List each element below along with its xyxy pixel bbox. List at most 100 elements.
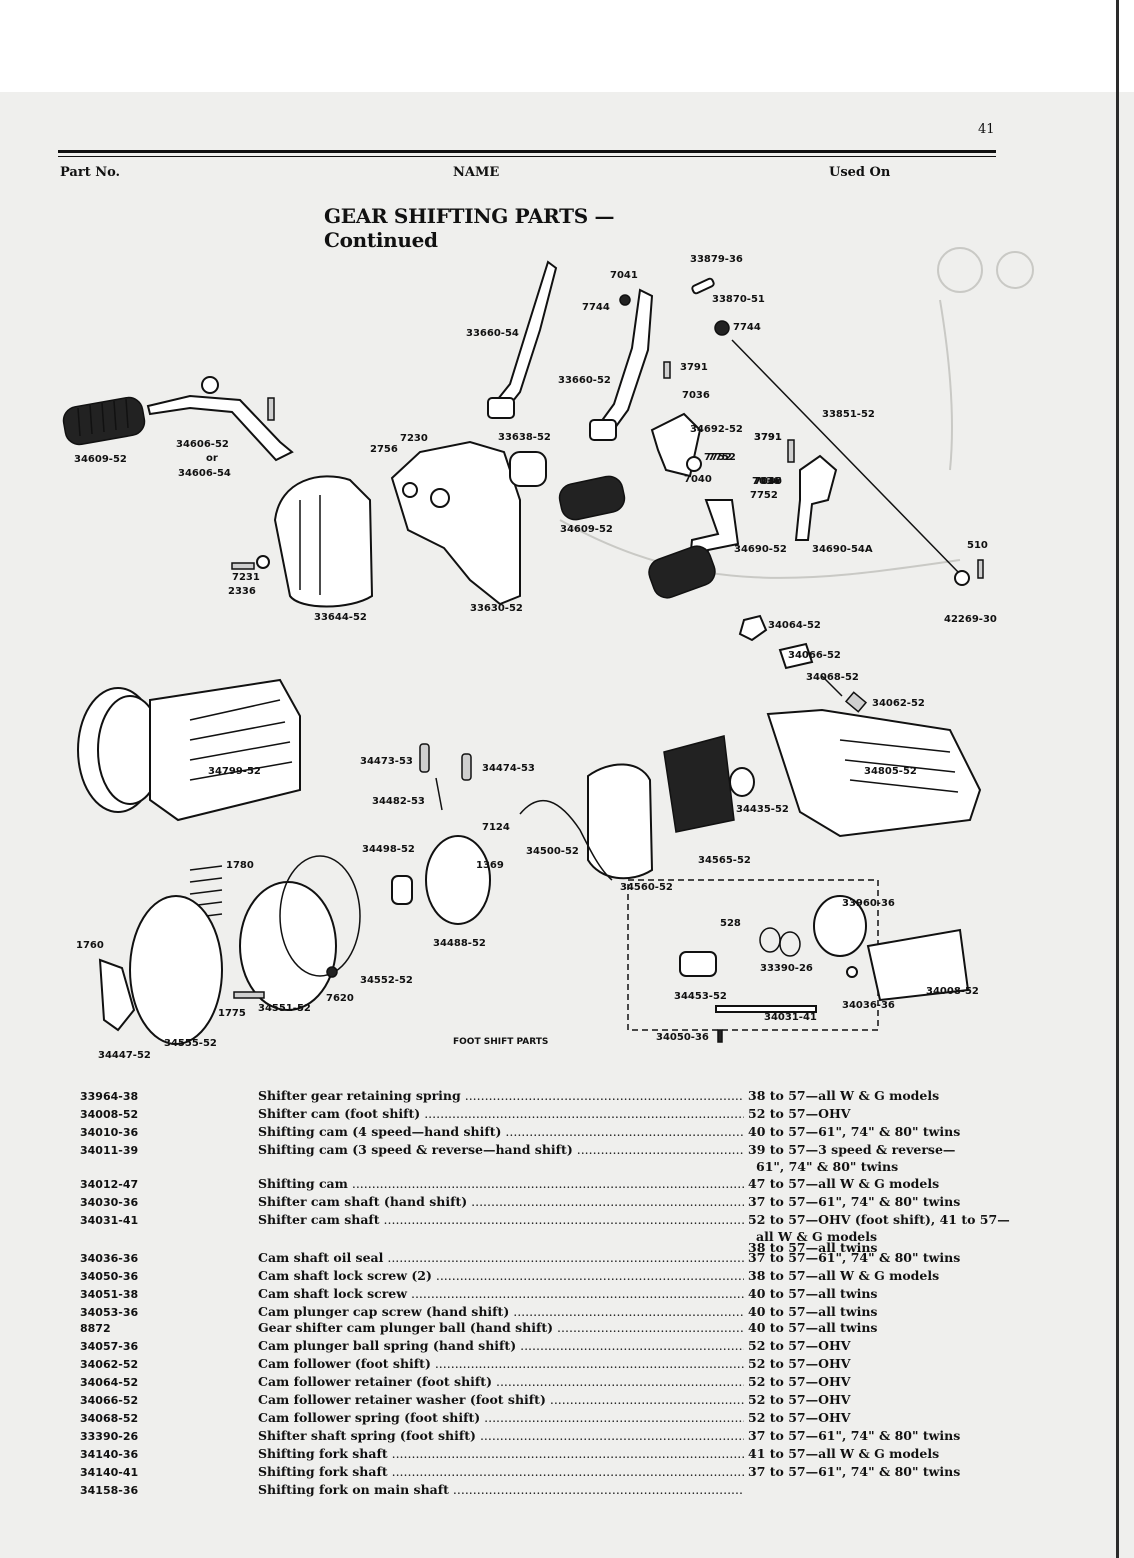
exploded-parts-diagram: 33879-367041774433870-51774433660-543366… bbox=[62, 247, 1034, 1060]
part-number: 34053-36 bbox=[80, 1306, 139, 1319]
shaft-34031 bbox=[715, 1005, 817, 1013]
callout-label: 7036 bbox=[752, 476, 780, 487]
callout-label: 34805-52 bbox=[864, 766, 917, 777]
callout-label: 33870-51 bbox=[712, 294, 765, 305]
used-on: 37 to 57—61", 74" & 80" twins bbox=[748, 1194, 961, 1209]
callout-label: 33879-36 bbox=[690, 254, 743, 265]
clutch-pressure-plate bbox=[425, 835, 491, 925]
callout-label: 34008-52 bbox=[926, 986, 979, 997]
callout-label: 7231 bbox=[232, 572, 260, 583]
part-name: Shifter cam shaft (hand shift) bbox=[258, 1194, 744, 1209]
used-on-continued: all W & G models bbox=[756, 1229, 878, 1244]
callout-label: 34062-52 bbox=[872, 698, 925, 709]
callout-label: 34565-52 bbox=[698, 855, 751, 866]
bolt-3791-left bbox=[267, 397, 275, 421]
shift-rod bbox=[731, 339, 961, 575]
callout-label: 7752 bbox=[704, 452, 732, 463]
ring-34552 bbox=[279, 855, 361, 977]
callout-label: 33960-36 bbox=[842, 898, 895, 909]
lever-spline-hub bbox=[487, 397, 515, 419]
part-name: Shifting cam (4 speed—hand shift) bbox=[258, 1124, 744, 1139]
callout-label: 7040 bbox=[754, 476, 782, 487]
used-on: 40 to 57—61", 74" & 80" twins bbox=[748, 1124, 961, 1139]
callout-label: 34482-53 bbox=[372, 796, 425, 807]
toe-shift-rubber-right bbox=[558, 475, 626, 521]
callout-label: 34031-41 bbox=[764, 1012, 817, 1023]
callout-label: 33644-52 bbox=[314, 612, 367, 623]
part-number: 34051-38 bbox=[80, 1288, 139, 1301]
part-number: 34010-36 bbox=[80, 1126, 139, 1139]
callout-label: 34498-52 bbox=[362, 844, 415, 855]
plunger-34453 bbox=[679, 951, 717, 977]
callout-label: 1369 bbox=[476, 860, 504, 871]
part-name: Cam plunger ball spring (hand shift) bbox=[258, 1338, 744, 1353]
callout-label: 34036-36 bbox=[842, 1000, 895, 1011]
part-name: Shifter gear retaining spring bbox=[258, 1088, 744, 1103]
used-on: 52 to 57—OHV bbox=[748, 1106, 851, 1121]
part-name: Cam shaft lock screw (2) bbox=[258, 1268, 744, 1283]
part-name: Shifter cam shaft bbox=[258, 1212, 744, 1227]
shifter-bracket bbox=[390, 440, 521, 606]
header-rule bbox=[58, 150, 996, 153]
gear-33960 bbox=[813, 895, 867, 957]
callout-label: 34474-53 bbox=[482, 763, 535, 774]
toe-shift-rubber-left bbox=[62, 396, 146, 446]
callout-label: 7040 bbox=[684, 474, 712, 485]
callout-label: 34609-52 bbox=[74, 454, 127, 465]
callout-label: 34555-52 bbox=[164, 1038, 217, 1049]
bracket-pivot bbox=[430, 488, 450, 508]
bushing bbox=[509, 451, 547, 487]
part-name: Shifter cam (foot shift) bbox=[258, 1106, 744, 1121]
retainer-washer bbox=[778, 642, 814, 670]
callout-label: 7752 bbox=[750, 490, 778, 501]
page-title: GEAR SHIFTING PARTS — Continued bbox=[324, 204, 615, 252]
part-name: Cam follower retainer washer (foot shift… bbox=[258, 1392, 744, 1407]
used-on: 38 to 57—all twins bbox=[748, 1240, 878, 1255]
callout-label: 34453-52 bbox=[674, 991, 727, 1002]
callout-label: 528 bbox=[720, 918, 741, 929]
arm-spline-hub bbox=[589, 419, 617, 441]
washer-7752 bbox=[201, 376, 219, 394]
used-on-continued: 61", 74" & 80" twins bbox=[756, 1159, 899, 1174]
show-through-line bbox=[559, 519, 961, 579]
callout-label: 7036 bbox=[754, 476, 782, 487]
bolt-3791 bbox=[663, 361, 671, 379]
used-on: 52 to 57—OHV bbox=[748, 1338, 851, 1353]
cam-cover-plate bbox=[587, 763, 654, 880]
callout-label: 34064-52 bbox=[768, 620, 821, 631]
used-on: 47 to 57—all W & G models bbox=[748, 1176, 940, 1191]
part-name: Shifting fork shaft bbox=[258, 1464, 744, 1479]
nut-7620 bbox=[326, 966, 338, 978]
callout-label: 7036 bbox=[682, 390, 710, 401]
callout-label: 7752 bbox=[708, 452, 736, 463]
washer-7231 bbox=[256, 555, 270, 569]
used-on: 40 to 57—all twins bbox=[748, 1304, 878, 1319]
callout-label: 34435-52 bbox=[736, 804, 789, 815]
callout-label: 33390-26 bbox=[760, 963, 813, 974]
used-on: 38 to 57—all W & G models bbox=[748, 1088, 940, 1103]
studs-1780 bbox=[189, 865, 223, 919]
part-number: 34012-47 bbox=[80, 1178, 139, 1191]
part-number: 34064-52 bbox=[80, 1376, 139, 1389]
shifter-cam-34008 bbox=[866, 928, 970, 1002]
part-name: Cam follower retainer (foot shift) bbox=[258, 1374, 744, 1389]
callout-label: 7744 bbox=[582, 302, 610, 313]
part-name: Shifting cam bbox=[258, 1176, 744, 1191]
part-number: 34057-36 bbox=[80, 1340, 139, 1353]
callout-label: 7230 bbox=[400, 433, 428, 444]
bracket-hole bbox=[402, 482, 418, 498]
callout-label: 34473-53 bbox=[360, 756, 413, 767]
clutch-hub-34551 bbox=[239, 881, 337, 1011]
nut-7744 bbox=[619, 294, 631, 306]
used-on: 37 to 57—61", 74" & 80" twins bbox=[748, 1464, 961, 1479]
nut-7744-b bbox=[714, 320, 730, 336]
callout-label: 34560-52 bbox=[620, 882, 673, 893]
part-number: 34140-41 bbox=[80, 1466, 139, 1479]
callout-label: 34488-52 bbox=[433, 938, 486, 949]
callout-label: 34609-52 bbox=[560, 524, 613, 535]
ring-33390-b bbox=[779, 931, 801, 957]
transmission-cover-right bbox=[766, 708, 982, 838]
part-number: 34011-39 bbox=[80, 1144, 139, 1157]
part-name: Shifting fork shaft bbox=[258, 1446, 744, 1461]
part-name: Shifting fork on main shaft bbox=[258, 1482, 744, 1497]
